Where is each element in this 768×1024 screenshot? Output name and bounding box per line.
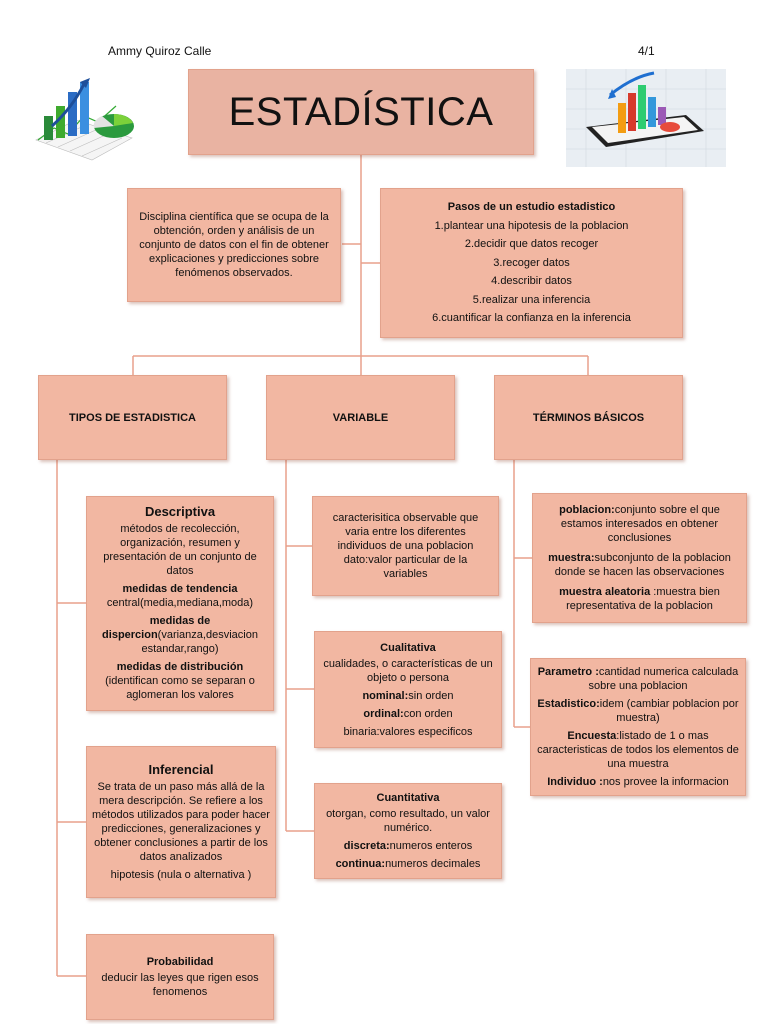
descriptiva-title: Descriptiva bbox=[145, 505, 215, 519]
pasos-item: 6.cuantificar la confianza en la inferen… bbox=[432, 309, 631, 328]
muestra-aleatoria-label: muestra aleatoria bbox=[559, 586, 650, 598]
probabilidad-title: Probabilidad bbox=[147, 955, 214, 969]
pasos-item: 5.realizar una inferencia bbox=[473, 291, 590, 310]
pasos-box: Pasos de un estudio estadistico 1.plante… bbox=[380, 188, 683, 338]
category-terminos-label: TÉRMINOS BÁSICOS bbox=[533, 411, 644, 425]
title-box: ESTADÍSTICA bbox=[188, 69, 534, 155]
category-tipos: TIPOS DE ESTADISTICA bbox=[38, 375, 227, 460]
variable-def-text: caracterisitica observable que varia ent… bbox=[321, 511, 490, 553]
dispercion-label: medidas de bbox=[150, 615, 211, 627]
ordinal-text: con orden bbox=[404, 708, 453, 720]
tendencia-text: central(media,mediana,moda) bbox=[107, 597, 253, 609]
dispercion-text: (varianza,desviacion estandar,rango) bbox=[141, 629, 257, 655]
cuantitativa-title: Cuantitativa bbox=[377, 791, 440, 805]
inferencial-box: Inferencial Se trata de un paso más allá… bbox=[86, 746, 276, 898]
pasos-item: 2.decidir que datos recoger bbox=[465, 235, 598, 254]
tablet-chart-icon bbox=[566, 69, 726, 167]
dispercion-label-2: dispercion bbox=[102, 629, 158, 641]
nominal-label: nominal: bbox=[362, 690, 408, 702]
nominal-text: sin orden bbox=[408, 690, 453, 702]
cuantitativa-text: otorgan, como resultado, un valor numéri… bbox=[319, 807, 497, 835]
probabilidad-box: Probabilidad deducir las leyes que rigen… bbox=[86, 934, 274, 1020]
discreta-text: numeros enteros bbox=[390, 840, 473, 852]
probabilidad-text: deducir las leyes que rigen esos fenomen… bbox=[91, 971, 269, 999]
discreta-label: discreta: bbox=[344, 840, 390, 852]
pasos-item: 3.recoger datos bbox=[493, 254, 569, 273]
pasos-item: 4.describir datos bbox=[491, 272, 572, 291]
inferencial-title: Inferencial bbox=[148, 763, 213, 777]
muestra-label: muestra: bbox=[548, 552, 594, 564]
cualitativa-title: Cualitativa bbox=[380, 641, 436, 655]
category-terminos: TÉRMINOS BÁSICOS bbox=[494, 375, 683, 460]
terminos1-box: poblacion:conjunto sobre el que estamos … bbox=[532, 493, 747, 623]
continua-label: continua: bbox=[336, 858, 386, 870]
continua-text: numeros decimales bbox=[385, 858, 480, 870]
parametro-text: cantidad numerica calculada sobre una po… bbox=[588, 666, 738, 692]
inferencial-text: Se trata de un paso más allá de la mera … bbox=[91, 780, 271, 864]
descriptiva-text: métodos de recolección, organización, re… bbox=[90, 522, 270, 578]
poblacion-label: poblacion: bbox=[559, 504, 615, 516]
variable-def-box: caracterisitica observable que varia ent… bbox=[312, 496, 499, 596]
individuo-label: Individuo : bbox=[547, 776, 603, 788]
chart-pie-icon bbox=[32, 68, 136, 166]
binaria-text: binaria:valores especificos bbox=[343, 725, 472, 739]
ordinal-label: ordinal: bbox=[363, 708, 403, 720]
distribucion-label: medidas de distribución bbox=[117, 661, 244, 673]
variable-dato-text: dato:valor particular de la variables bbox=[321, 553, 490, 581]
category-tipos-label: TIPOS DE ESTADISTICA bbox=[69, 411, 196, 425]
parametro-label: Parametro : bbox=[538, 666, 599, 678]
pasos-item: 1.plantear una hipotesis de la poblacion bbox=[435, 217, 629, 236]
pasos-title: Pasos de un estudio estadistico bbox=[448, 198, 616, 217]
hipotesis-text: hipotesis (nula o alternativa ) bbox=[111, 868, 252, 882]
cualitativa-text: cualidades, o características de un obje… bbox=[319, 657, 497, 685]
estadistico-label: Estadistico: bbox=[537, 698, 599, 710]
cualitativa-box: Cualitativa cualidades, o característica… bbox=[314, 631, 502, 748]
encuesta-label: Encuesta bbox=[567, 730, 616, 742]
definition-box: Disciplina científica que se ocupa de la… bbox=[127, 188, 341, 302]
distribucion-text: (identifican como se separan o aglomeran… bbox=[105, 675, 255, 701]
category-variable: VARIABLE bbox=[266, 375, 455, 460]
category-variable-label: VARIABLE bbox=[333, 411, 388, 425]
cuantitativa-box: Cuantitativa otorgan, como resultado, un… bbox=[314, 783, 502, 879]
page-title: ESTADÍSTICA bbox=[229, 89, 494, 135]
descriptiva-box: Descriptiva métodos de recolección, orga… bbox=[86, 496, 274, 711]
estadistico-text: idem (cambiar poblacion por muestra) bbox=[600, 698, 739, 724]
terminos2-box: Parametro :cantidad numerica calculada s… bbox=[530, 658, 746, 796]
tendencia-label: medidas de tendencia bbox=[123, 583, 238, 595]
definition-text: Disciplina científica que se ocupa de la… bbox=[132, 210, 336, 280]
individuo-text: nos provee la informacion bbox=[603, 776, 729, 788]
